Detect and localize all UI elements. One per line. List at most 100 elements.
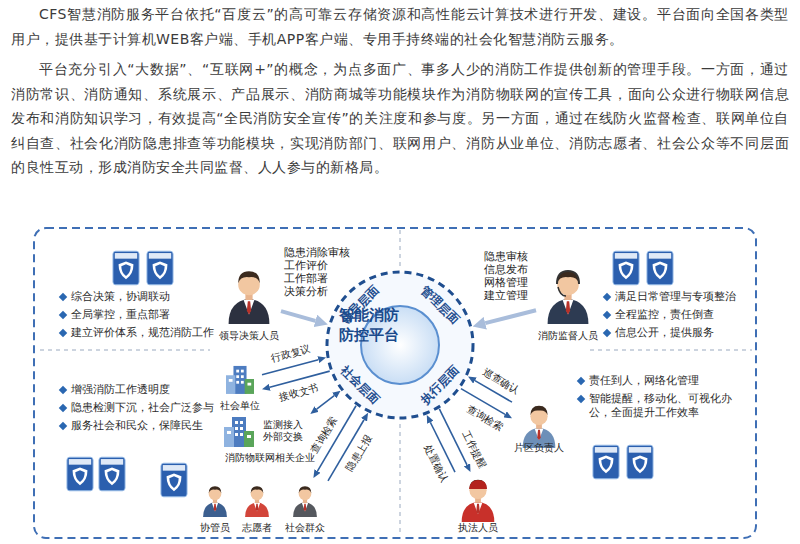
task-item-text: 建立管理	[484, 289, 528, 301]
bullet-diamond	[603, 293, 611, 301]
text-group: 隐患消除审核工作评价工作部署决策分析	[284, 246, 354, 298]
assistant-figure	[203, 486, 227, 517]
task-item: 隐患审核	[484, 250, 536, 263]
edge-label: 隐患上报	[343, 431, 376, 475]
shield-icon	[67, 457, 93, 491]
task-item-text: 信息发布	[484, 263, 528, 275]
shield-icon	[147, 251, 173, 285]
benefit-item: 信息公开，提供服务	[602, 326, 754, 340]
headset	[557, 271, 579, 284]
task-item-text: 工作评价	[284, 259, 328, 271]
text-group: 综合决策，协调联动全局掌控，重点部署建立评价体系，规范消防工作	[58, 290, 218, 344]
text-group: 责任到人，网络化管理智能提醒，移动化、可视化办公，全面提升工作效率	[576, 374, 746, 424]
role-caption: 执法人员	[458, 522, 498, 534]
edge-label: 工作提醒	[459, 428, 489, 473]
bullet-diamond	[59, 293, 67, 301]
edge-label: 接收文书	[276, 381, 322, 404]
role-caption: 社会群众	[285, 522, 325, 534]
shield-icon	[593, 445, 619, 479]
bullet-diamond	[59, 386, 67, 394]
text-group: 满足日常管理与专项整治全程监控，责任倒查信息公开，提供服务	[602, 290, 754, 344]
benefit-item-text: 隐患检测下沉，社会广泛参与	[71, 401, 214, 414]
quadrant-divider	[590, 350, 752, 351]
benefit-item-text: 建立评价体系，规范消防工作	[71, 326, 214, 339]
building-icon	[226, 366, 254, 394]
role-figure: 社会单位	[218, 364, 262, 412]
benefit-item: 满足日常管理与专项整治	[602, 290, 754, 304]
shield-icon	[647, 251, 673, 285]
task-item-text: 网格管理	[484, 276, 528, 288]
task-item: 网格管理	[484, 276, 536, 289]
dashed-ring	[327, 272, 473, 418]
connector	[281, 311, 315, 321]
benefit-item: 责任到人，网络化管理	[576, 374, 746, 388]
bullet-diamond	[59, 329, 67, 337]
shield-icon	[161, 463, 187, 497]
supervisor-figure	[548, 271, 589, 324]
platform-core: 智能消防防控平台	[360, 305, 440, 385]
paragraph: 平台充分引入“大数据”、“互联网+”的概念，为点多面广、事多人少的消防工作提供创…	[11, 57, 789, 180]
task-item: 信息发布	[484, 263, 536, 276]
benefit-item-text: 增强消防工作透明度	[71, 383, 170, 396]
platform-ring: 智能消防防控平台领导层面管理层面社会层面执行层面	[320, 265, 480, 425]
shield-icon	[613, 251, 639, 285]
benefit-item-text: 信息公开，提供服务	[615, 326, 714, 339]
bullet-diamond	[577, 377, 585, 385]
bullet-diamond	[603, 329, 611, 337]
edge-label: 监测接入 外部交换	[259, 419, 307, 443]
task-item: 建立管理	[484, 289, 536, 302]
text-group: CFS智慧消防服务平台依托“百度云”的高可靠云存储资源和高性能云计算技术进行开发…	[11, 2, 789, 186]
building-icon	[224, 417, 254, 447]
edge-label: 行政复议	[268, 342, 314, 365]
shield-icon	[113, 251, 139, 285]
shield-icon	[627, 445, 653, 479]
benefit-item-text: 全程监控，责任倒查	[615, 308, 714, 321]
benefit-item: 隐患检测下沉，社会广泛参与	[58, 401, 218, 415]
task-item-text: 隐患消除审核	[284, 246, 350, 258]
connector	[485, 310, 536, 323]
benefit-item-text: 全局掌控，重点部署	[71, 308, 170, 321]
bullet-diamond	[59, 404, 67, 412]
edge-label: 处置确认	[421, 441, 451, 486]
quadrant-divider	[40, 350, 210, 351]
leader-figure	[229, 271, 270, 324]
task-item-text: 决策分析	[284, 285, 328, 297]
benefit-item: 全程监控，责任倒查	[602, 308, 754, 322]
task-item: 隐患消除审核	[284, 246, 354, 259]
paragraph-text: CFS智慧消防服务平台依托“百度云”的高可靠云存储资源和高性能云计算技术进行开发…	[11, 6, 789, 47]
role-figure: 消防监督人员	[536, 262, 600, 342]
role-caption: 领导决策人员	[219, 330, 279, 342]
benefit-item: 服务社会和民众，保障民生	[58, 419, 218, 433]
enforcer-figure	[462, 480, 495, 522]
connector	[317, 396, 335, 410]
headset-mic	[558, 287, 566, 296]
bullet-diamond	[577, 395, 585, 403]
role-caption: 志愿者	[242, 522, 272, 534]
benefit-item: 增强消防工作透明度	[58, 383, 218, 397]
role-figure: 协管员	[198, 478, 232, 534]
benefit-item: 全局掌控，重点部署	[58, 308, 218, 322]
bullet-diamond	[59, 311, 67, 319]
benefit-item-text: 责任到人，网络化管理	[589, 374, 699, 387]
role-figure: 社会群众	[282, 478, 328, 534]
bullet-diamond	[603, 311, 611, 319]
role-caption: 消防物联网相关企业	[225, 452, 315, 464]
area-manager-figure	[523, 406, 556, 448]
benefit-item: 智能提醒，移动化、可视化办公，全面提升工作效率	[576, 392, 746, 420]
benefit-item-text: 综合决策，协调联动	[71, 290, 170, 303]
bullet-diamond	[59, 422, 67, 430]
benefit-item: 建立评价体系，规范消防工作	[58, 326, 218, 340]
task-item: 工作评价	[284, 259, 354, 272]
quadrant-divider	[400, 424, 401, 536]
benefit-item-text: 服务社会和民众，保障民生	[71, 419, 203, 432]
quadrant-divider	[400, 230, 401, 266]
role-figure: 片区负责人	[512, 398, 566, 454]
edge-label: 巡查确认	[479, 364, 523, 397]
role-figure: 执法人员	[455, 472, 501, 534]
task-item: 工作部署	[284, 272, 354, 285]
text-group: 隐患审核信息发布网格管理建立管理	[484, 250, 536, 302]
benefit-item-text: 满足日常管理与专项整治	[615, 290, 736, 303]
paragraph-text: 平台充分引入“大数据”、“互联网+”的概念，为点多面广、事多人少的消防工作提供创…	[11, 61, 789, 175]
task-item-text: 隐患审核	[484, 250, 528, 262]
